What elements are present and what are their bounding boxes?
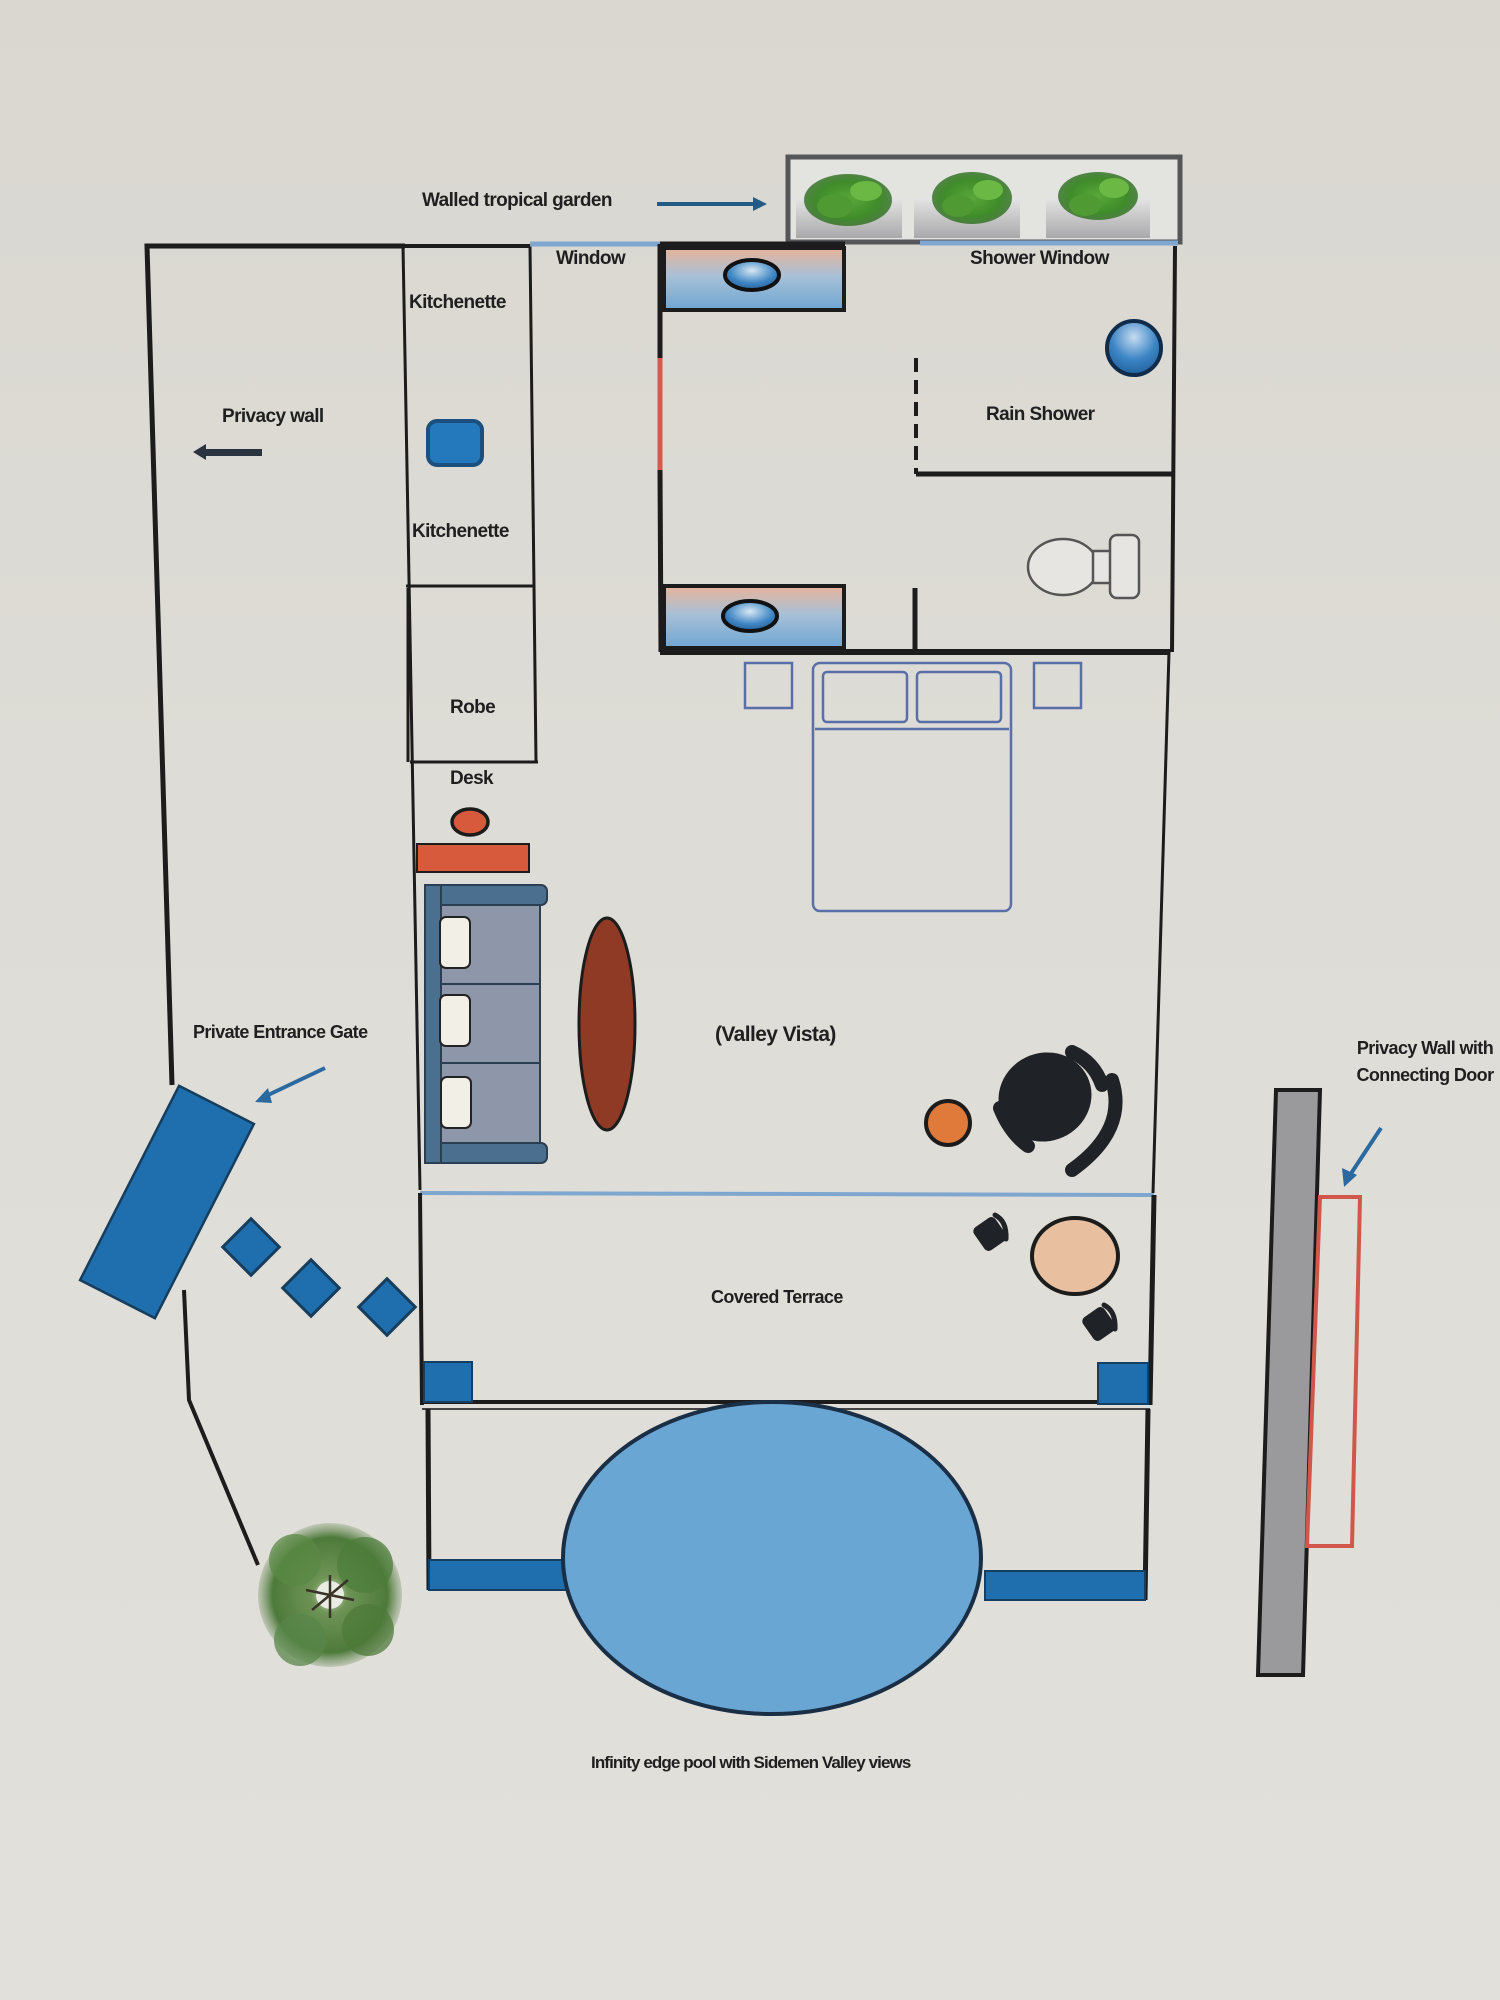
infinity-pool: [561, 1400, 983, 1716]
sofa-icon: [424, 884, 548, 1164]
privacy-wall-label: Privacy wall: [222, 406, 324, 427]
desk: [416, 843, 530, 873]
connecting-door: [1304, 1195, 1363, 1548]
stepping-stone: [356, 1276, 418, 1338]
vanity-bottom: [662, 584, 846, 650]
cushion: [439, 916, 471, 969]
terrace-glass-line: [419, 1191, 1155, 1197]
private-entrance-gate-label: Private Entrance Gate: [193, 1022, 368, 1042]
palm-plant-icon: [796, 174, 902, 238]
arrow-icon: [657, 197, 767, 211]
desk-chair: [450, 807, 490, 837]
cushion: [439, 994, 471, 1047]
walled-garden-label: Walled tropical garden: [422, 190, 612, 211]
palm-plant-icon: [914, 172, 1020, 238]
privacy-wall-outline: [144, 243, 405, 1566]
nightstand: [743, 661, 794, 710]
kitchenette-top-label: Kitchenette: [409, 292, 506, 313]
bathroom: [657, 240, 1178, 655]
rain-shower-head-icon: [1105, 319, 1163, 377]
basin-icon: [723, 258, 781, 292]
covered-terrace: [418, 1192, 1157, 1410]
pool-deck: [425, 1408, 1151, 1601]
side-table: [924, 1099, 972, 1147]
terrace-chair: [973, 1212, 1009, 1251]
arrow-icon: [255, 1066, 326, 1103]
pool-label: Infinity edge pool with Sidemen Valley v…: [591, 1753, 911, 1772]
main-room-right-wall: [1151, 651, 1171, 1194]
shower-window-label: Shower Window: [970, 248, 1109, 269]
cushion: [440, 1076, 472, 1129]
double-bed-icon: [811, 661, 1013, 913]
rain-shower-label: Rain Shower: [986, 404, 1095, 425]
stepping-stone: [280, 1257, 342, 1319]
nightstand: [1032, 661, 1083, 710]
pool-edge-ledge: [428, 1559, 570, 1591]
palm-plant-icon: [1046, 172, 1150, 238]
covered-terrace-label: Covered Terrace: [711, 1287, 843, 1307]
private-entrance-gate: [78, 1084, 256, 1320]
window-label: Window: [556, 248, 626, 269]
walled-garden: [785, 154, 1183, 245]
terrace-table: [1030, 1216, 1120, 1296]
terrace-column: [423, 1361, 473, 1403]
terrace-column: [1097, 1362, 1149, 1405]
tree-icon: [258, 1523, 402, 1667]
arrow-icon: [193, 444, 262, 460]
kitchenette-column: [401, 244, 538, 1191]
robe-label: Robe: [450, 697, 496, 718]
privacy-wall-right: [1255, 1088, 1383, 1677]
valley-vista-label: (Valley Vista): [715, 1023, 836, 1046]
privacy-wall-connecting-door-label: Privacy Wall with Connecting Door: [1356, 1038, 1495, 1085]
basin-icon: [721, 599, 779, 633]
stepping-stone: [220, 1216, 282, 1278]
terrace-chair: [1082, 1302, 1118, 1341]
armchair-icon: [993, 1045, 1123, 1177]
kitchenette-bottom-label: Kitchenette: [412, 521, 509, 542]
pool-edge-ledge: [984, 1570, 1146, 1601]
desk-label: Desk: [450, 768, 494, 789]
arrow-icon: [1342, 1126, 1383, 1187]
vanity-top: [662, 246, 846, 312]
coffee-table: [577, 916, 637, 1132]
kitchenette-sink: [426, 419, 484, 467]
toilet-icon: [1026, 533, 1141, 600]
